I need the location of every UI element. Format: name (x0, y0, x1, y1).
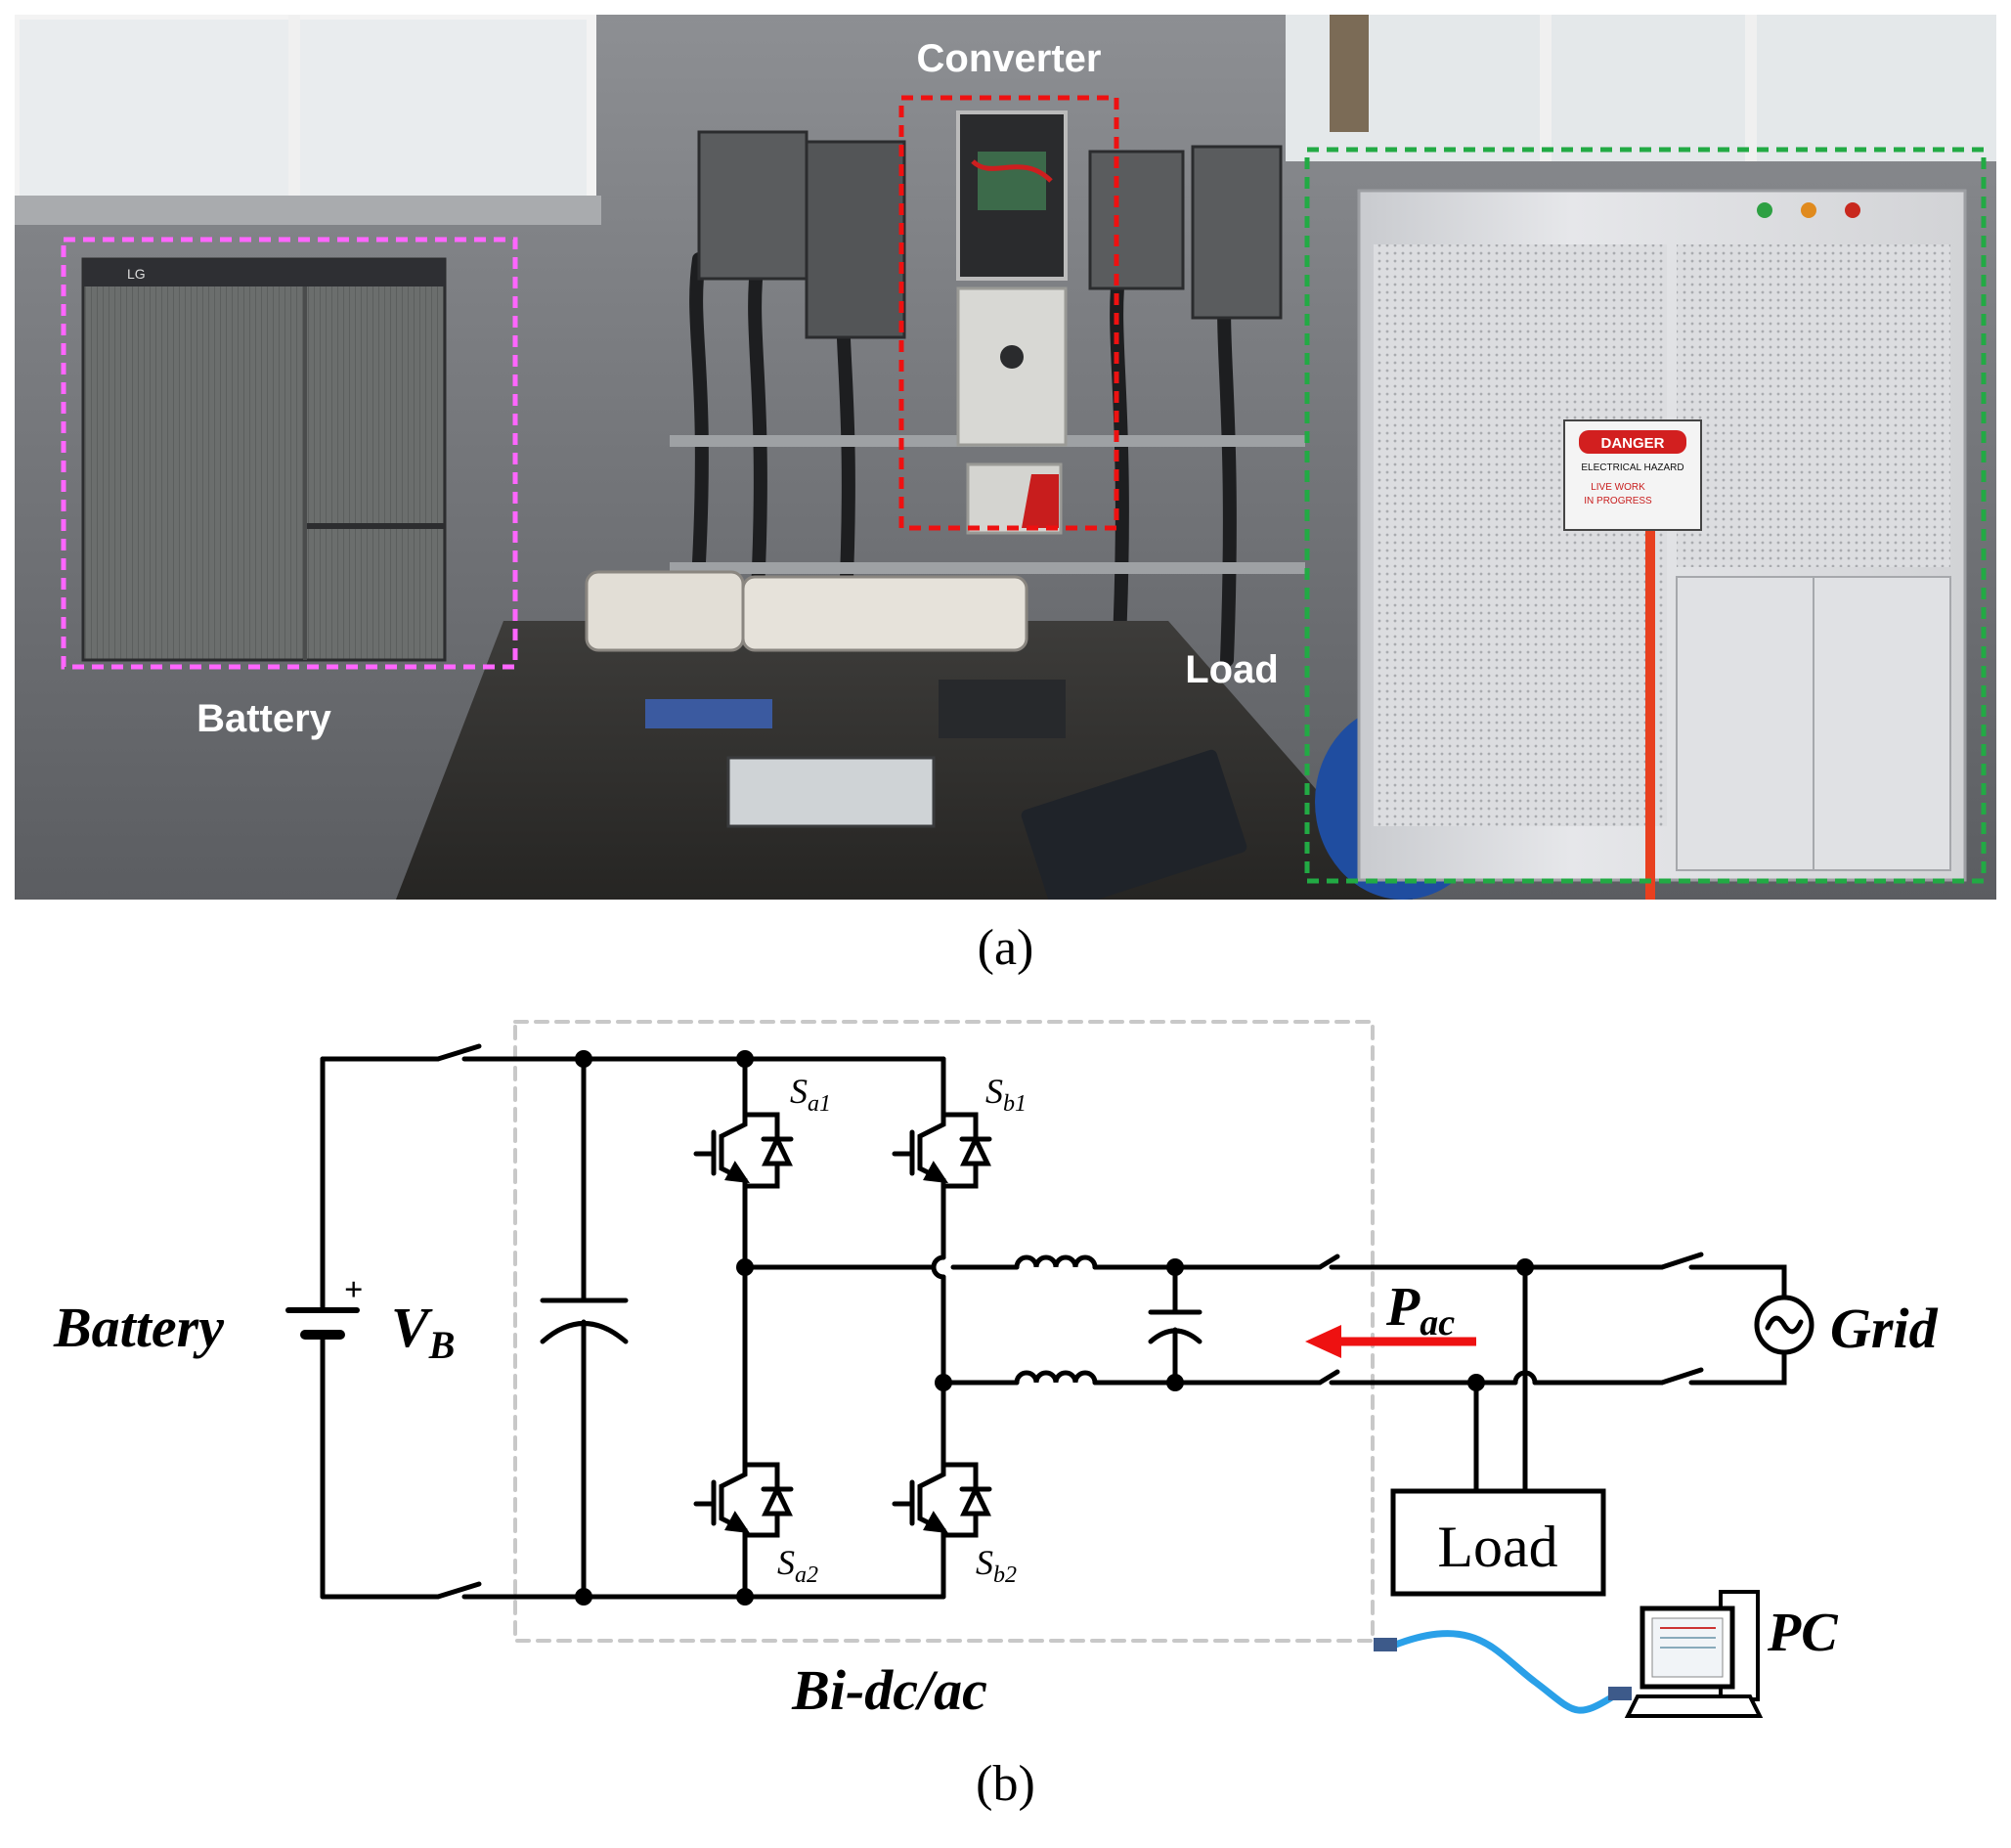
grid-label: Grid (1830, 1297, 1939, 1360)
battery-label: Battery (53, 1296, 224, 1359)
pc-label: PC (1767, 1603, 1838, 1663)
battery-brand-text: LG (127, 266, 146, 282)
pac-label: Pac (1385, 1277, 1455, 1343)
load-label: Load (1437, 1515, 1557, 1579)
junction-dots (575, 1050, 1534, 1606)
converter-unit (956, 110, 1068, 535)
ac-output-lines (742, 1254, 1340, 1386)
battery-callout-box (61, 237, 518, 670)
converter-label: Bi-dc/ac (791, 1658, 987, 1722)
caption-a: (a) (977, 920, 1034, 976)
power-flow-arrow (1305, 1325, 1476, 1358)
switch-label-sb2: Sb2 (976, 1543, 1017, 1588)
converter-callout-label: Converter (917, 37, 1102, 80)
switch-sa1 (693, 1112, 794, 1189)
ac-filter-capacitor (1148, 1264, 1202, 1386)
battery-symbol (285, 1296, 360, 1372)
battery-callout-label: Battery (197, 697, 332, 740)
pc-icon (1624, 1590, 1764, 1718)
switch-sb2 (892, 1462, 992, 1538)
danger-sign-header: DANGER (1600, 435, 1664, 452)
right-window (1286, 15, 1996, 161)
vb-main: V (391, 1296, 433, 1359)
network-cable (1374, 1630, 1632, 1714)
caption-b: (b) (976, 1756, 1035, 1812)
switch-sb1 (892, 1112, 992, 1189)
dc-link-capacitor (540, 1056, 629, 1600)
battery-branch (320, 1043, 946, 1600)
switch-label-sa2: Sa2 (777, 1543, 818, 1588)
danger-sign: DANGER ELECTRICAL HAZARD LIVE WORK IN PR… (1563, 419, 1702, 531)
danger-sign-line3: IN PROGRESS (1584, 496, 1652, 506)
lab-setup-photo: LG DANGER ELECTRICAL HAZARD LIVE WORK IN… (15, 15, 1996, 900)
load-cabinet (1357, 189, 1967, 900)
battery-plus-sign: + (344, 1272, 363, 1308)
switch-label-sb1: Sb1 (985, 1072, 1027, 1117)
vb-label: VB (391, 1296, 455, 1367)
wall-rail-2 (670, 562, 1305, 574)
battery-cabinet: LG (81, 257, 447, 662)
switch-sa2 (693, 1462, 794, 1538)
danger-sign-line2: LIVE WORK (1591, 482, 1645, 493)
danger-sign-line1: ELECTRICAL HAZARD (1581, 462, 1683, 473)
disconnect-boxes (697, 130, 1283, 339)
table-equipment (585, 570, 1247, 900)
vb-sub: B (428, 1323, 456, 1367)
load-branch (1390, 1264, 1606, 1597)
load-callout-box (1304, 147, 1987, 884)
switch-label-sa1: Sa1 (790, 1072, 831, 1117)
converter-callout-box (898, 95, 1119, 531)
grid-branch (1329, 1252, 1814, 1386)
circuit-schematic: Battery + VB Sa1 Sb1 Sa2 Sb2 Pac Load Gr… (53, 1020, 1939, 1722)
load-callout-label: Load (1185, 648, 1279, 691)
left-window (15, 15, 601, 225)
